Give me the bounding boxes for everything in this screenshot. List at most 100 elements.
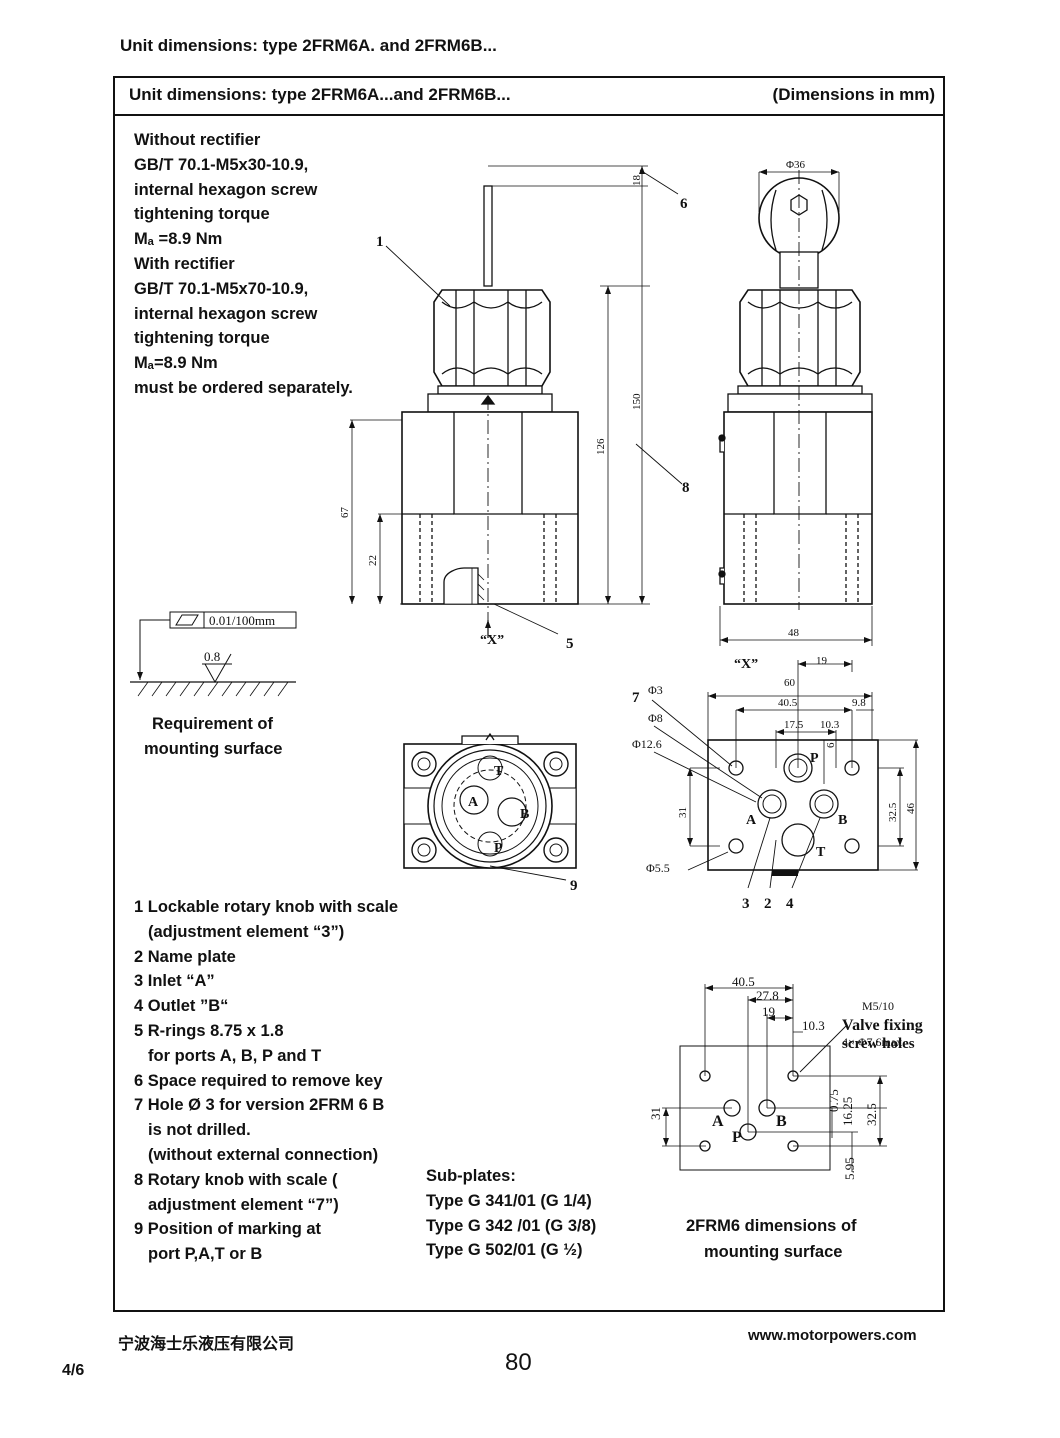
dim-22: 22	[367, 555, 379, 566]
dim-18: 18	[631, 175, 643, 187]
pv-port-p: P	[810, 751, 819, 766]
page-title: Unit dimensions: type 2FRM6A. and 2FRM6B…	[120, 36, 497, 55]
legend-list: 1 Lockable rotary knob with scale (adjus…	[134, 895, 398, 1267]
front-x-label: “X”	[734, 657, 758, 672]
ms-40-5: 40.5	[732, 974, 755, 989]
subplates-heading: Sub-plates:	[426, 1167, 516, 1185]
screw-note-line: Mₐ=8.9 Nm	[134, 354, 218, 373]
ms-27-8: 27.8	[756, 988, 779, 1003]
ms-0-75: 0.75	[826, 1089, 841, 1112]
pv-6: 6	[825, 742, 837, 748]
screw-note-line: internal hexagon screw	[134, 180, 318, 199]
ms-note-screw: screw holes	[842, 1036, 915, 1052]
legend-item: 7 Hole Ø 3 for version 2FRM 6 B	[134, 1096, 385, 1115]
bv-port-a: A	[468, 795, 479, 810]
footer-url: www.motorpowers.com	[748, 1327, 917, 1344]
callout-9: 9	[570, 878, 578, 894]
callout-1: 1	[376, 234, 384, 250]
legend-item: is not drilled.	[148, 1121, 251, 1140]
bv-port-t: T	[494, 764, 504, 779]
screw-note-line: tightening torque	[134, 205, 270, 224]
front-view	[718, 169, 873, 646]
callout-5: 5	[566, 636, 574, 652]
ms-31: 31	[648, 1107, 663, 1120]
ms-16-25: 16.25	[840, 1097, 855, 1126]
ms-note-holes: 4× Φ7.6max	[842, 1035, 902, 1049]
pv-10-3: 10.3	[820, 719, 840, 731]
pv-17-5: 17.5	[784, 719, 804, 731]
pv-port-t: T	[816, 845, 826, 860]
bottom-view	[403, 732, 577, 881]
pv-46: 46	[905, 803, 917, 815]
dimension-frame	[113, 76, 945, 1312]
ms-port-a: A	[712, 1113, 724, 1130]
footer-page-number: 80	[505, 1349, 532, 1376]
screw-note-line: internal hexagon screw	[134, 304, 318, 323]
pv-port-a: A	[746, 813, 757, 828]
dim-phi36: Φ36	[786, 159, 806, 171]
pv-40-5: 40.5	[778, 697, 798, 709]
roughness-value: 0.8	[204, 649, 220, 664]
legend-item: 6 Space required to remove key	[134, 1071, 383, 1090]
pv-19: 19	[816, 655, 828, 667]
screw-note: Without rectifier GB/T 70.1-M5x30-10.9, …	[134, 128, 353, 401]
legend-item: adjustment element “7”)	[148, 1195, 339, 1214]
pv-32-5: 32.5	[887, 802, 899, 822]
pv-9-8: 9.8	[852, 697, 866, 709]
flatness-value: 0.01/100mm	[209, 613, 275, 628]
callout-8: 8	[682, 480, 690, 496]
legend-item: 8 Rotary knob with scale (	[134, 1170, 338, 1189]
subplate-item: Type G 502/01 (G ½)	[426, 1241, 583, 1260]
callout-4: 4	[786, 896, 794, 912]
surface-requirement	[130, 611, 297, 697]
ms-port-b: B	[776, 1113, 787, 1130]
ms-note-valve: Valve fixing	[842, 1017, 923, 1034]
legend-item: port P,A,T or B	[148, 1245, 263, 1264]
mounting-surface-view	[662, 984, 887, 1172]
ms-10-3: 10.3	[802, 1018, 825, 1033]
bv-port-b: B	[520, 807, 529, 822]
callout-6: 6	[680, 196, 688, 212]
side-view	[349, 165, 683, 638]
dim-150: 150	[631, 393, 643, 410]
pv-phi12-6: Φ12.6	[632, 737, 662, 751]
footer-company: 宁波海士乐液压有限公司	[118, 1336, 295, 1353]
legend-item: 3 Inlet “A”	[134, 972, 215, 991]
callout-2: 2	[764, 896, 772, 912]
footer-page-fraction: 4/6	[62, 1362, 85, 1379]
screw-note-line: tightening torque	[134, 329, 270, 348]
legend-item: 2 Name plate	[134, 947, 236, 966]
legend-item: for ports A, B, P and T	[148, 1046, 322, 1065]
screw-note-line: must be ordered separately.	[134, 378, 353, 397]
pv-phi3: Φ3	[648, 683, 663, 697]
legend-item: (adjustment element “3”)	[148, 922, 345, 941]
screw-note-line: Without rectifier	[134, 131, 261, 149]
port-view	[651, 660, 919, 889]
pv-phi8: Φ8	[648, 711, 663, 725]
pv-60: 60	[784, 677, 796, 689]
side-x-label: “X”	[480, 633, 504, 648]
ms-5-95: 5.95	[842, 1157, 857, 1180]
screw-note-line: Mₐ =8.9 Nm	[134, 230, 223, 249]
subplate-item: Type G 342 /01 (G 3/8)	[426, 1216, 597, 1235]
legend-item: 5 R-rings 8.75 x 1.8	[134, 1021, 284, 1040]
ms-port-p: P	[732, 1129, 742, 1146]
dim-67: 67	[339, 507, 351, 519]
legend-item: 1 Lockable rotary knob with scale	[134, 898, 399, 916]
dim-126: 126	[595, 438, 607, 455]
pv-31: 31	[677, 807, 689, 818]
ms-32-5: 32.5	[864, 1103, 879, 1126]
legend-item: 9 Position of marking at	[134, 1220, 322, 1239]
callout-3: 3	[742, 896, 750, 912]
frame-header: Unit dimensions: type 2FRM6A...and 2FRM6…	[113, 76, 945, 116]
callout-7: 7	[632, 690, 640, 706]
dim-48: 48	[788, 627, 800, 639]
mounting-caption-1: 2FRM6 dimensions of	[686, 1217, 857, 1235]
surface-caption-2: mounting surface	[144, 740, 283, 758]
pv-phi5-5: Φ5.5	[646, 861, 670, 875]
ms-19: 19	[762, 1004, 775, 1019]
bv-port-p: P	[494, 841, 503, 856]
screw-note-line: With rectifier	[134, 254, 235, 273]
ms-note-m5: M5/10	[862, 999, 894, 1013]
